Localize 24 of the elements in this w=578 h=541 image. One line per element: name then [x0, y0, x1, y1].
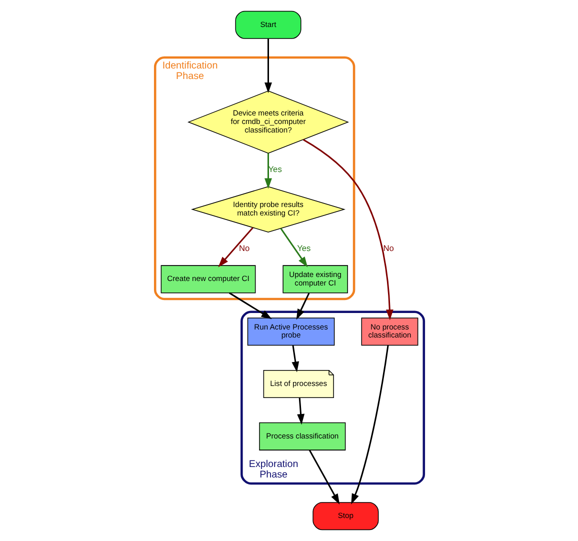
node-box: Update existing computer CI	[282, 265, 348, 294]
node-box: Process classification	[258, 422, 346, 450]
node-diamond: Device meets criteria for cmdb_ci_computer classification?	[186, 90, 348, 154]
arrow	[296, 398, 304, 425]
arrow	[350, 345, 388, 504]
edge-label: Yes	[296, 242, 310, 253]
arrow	[308, 450, 340, 504]
edge-label: No	[238, 242, 250, 253]
node-box: Create new computer CI	[160, 265, 256, 294]
node-box: Start	[234, 10, 301, 39]
arrow	[264, 38, 272, 94]
arrow	[291, 345, 299, 372]
arrow	[296, 292, 310, 320]
arrow	[302, 139, 393, 320]
node-box: No process classification	[360, 318, 418, 346]
arrow	[218, 227, 253, 268]
edge-label: Yes	[268, 164, 282, 174]
node-box: Run Active Processes probe	[246, 318, 334, 346]
node-diamond: Identity probe results match existing CI?	[190, 186, 345, 233]
node-box: Stop	[312, 502, 378, 530]
edge-label: No	[382, 242, 394, 253]
arrow	[228, 292, 272, 320]
arrow	[280, 228, 308, 268]
arrow	[264, 153, 272, 189]
